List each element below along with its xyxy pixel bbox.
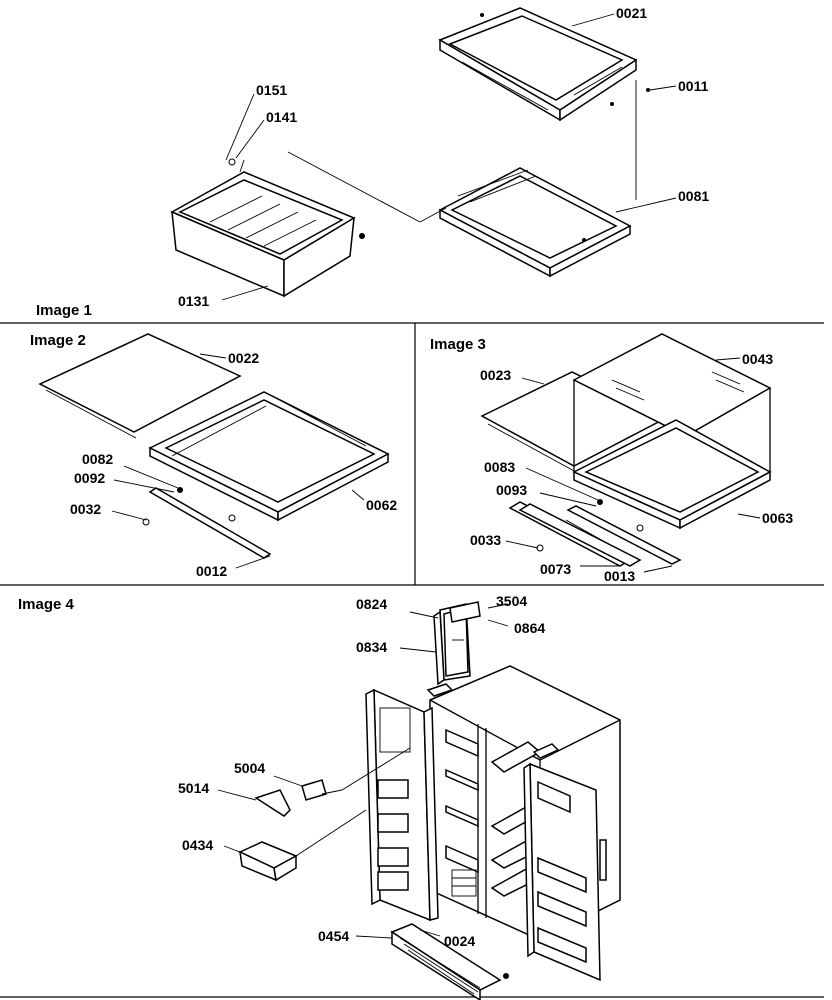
callout-0022: 0022 [228,350,259,366]
callout-0033: 0033 [470,532,501,548]
callout-0011: 0011 [678,78,709,94]
callout-0083: 0083 [484,459,515,475]
trim-0013 [566,505,682,565]
callout-0864: 0864 [514,620,545,636]
part-5004 [301,779,327,801]
callout-0454: 0454 [318,928,349,944]
callout-0063: 0063 [762,510,793,526]
callout-3504: 3504 [496,593,527,609]
callout-0092: 0092 [74,470,105,486]
callout-0021: 0021 [616,5,647,21]
tray-0434 [238,841,298,882]
callout-0024: 0024 [444,933,475,949]
image2-panel: Image 2 0022 0082 0092 0032 0062 [30,332,397,579]
callout-0434: 0434 [182,837,213,853]
dispenser-panel-0824 [433,601,481,686]
callout-0151: 0151 [256,82,287,98]
kickplate-0024 [390,923,509,1000]
callout-0834: 0834 [356,639,387,655]
image4-title: Image 4 [18,596,75,613]
image1-panel: 0021 0011 0151 0141 0081 0131 Image 1 [36,5,709,319]
refrigerator-cabinet [365,665,621,982]
callout-5014: 5014 [178,780,209,796]
callout-0023: 0023 [480,367,511,383]
callout-0012: 0012 [196,563,227,579]
image3-title: Image 3 [430,336,486,353]
image3-panel: Image 3 [430,333,793,584]
callout-5004: 5004 [234,760,265,776]
callout-0032: 0032 [70,501,101,517]
callout-0062: 0062 [366,497,397,513]
callout-0073: 0073 [540,561,571,577]
image4-panel: Image 4 0824 3504 0864 0834 [18,593,621,1000]
callout-0824: 0824 [356,596,387,612]
image1-title: Image 1 [36,302,92,319]
callout-0081: 0081 [678,188,709,204]
glass-0022 [38,333,242,439]
frame-0062 [148,391,390,522]
callout-0013: 0013 [604,568,635,584]
callout-0093: 0093 [496,482,527,498]
callout-0131: 0131 [178,293,209,309]
part-5014 [254,789,291,817]
image2-title: Image 2 [30,332,86,349]
callout-0082: 0082 [82,451,113,467]
drawer-0131 [170,158,365,298]
trim-0012 [148,487,272,559]
frame-0063 [572,419,772,530]
callout-0141: 0141 [266,109,297,125]
callout-0043: 0043 [742,351,773,367]
frame-0081 [438,167,632,278]
shelf-0021 [438,7,650,122]
